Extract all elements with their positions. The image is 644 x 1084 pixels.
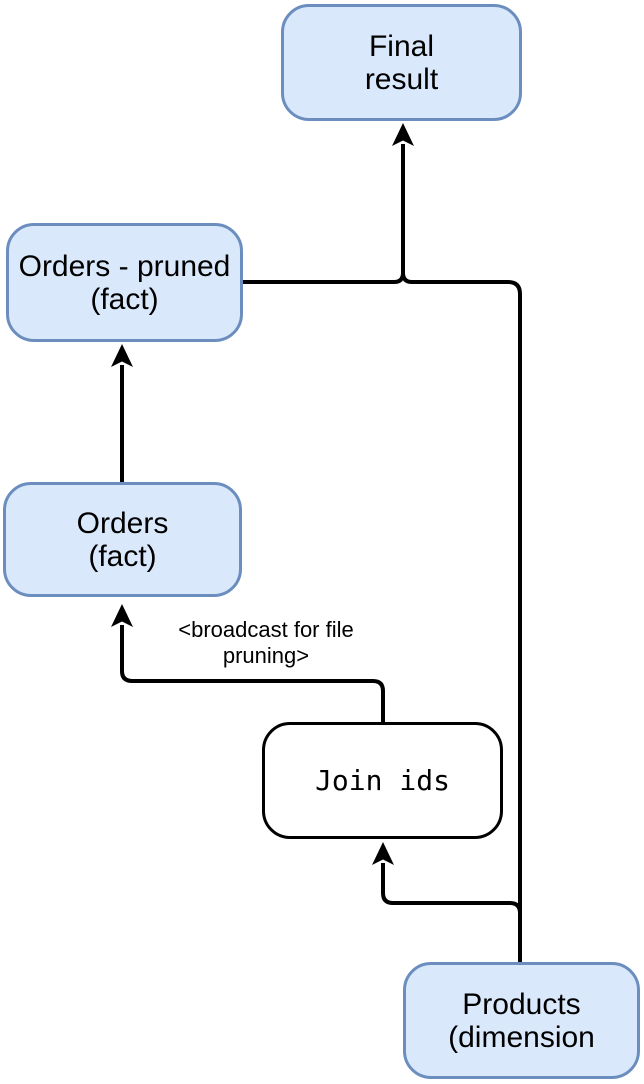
edge-products-to-final-result — [401, 272, 522, 962]
node-orders-label-line1: Orders — [76, 506, 169, 540]
node-final-result: Final result — [281, 4, 522, 121]
edge-annotation-broadcast-line2: pruning> — [222, 643, 310, 668]
node-products: Products (dimension — [403, 962, 640, 1079]
node-orders-pruned: Orders - pruned (fact) — [6, 223, 243, 342]
arrowhead-into-final-result — [392, 123, 414, 146]
edge-products-to-join-ids — [381, 863, 522, 962]
edge-join-ids-to-orders — [120, 625, 385, 722]
node-orders: Orders (fact) — [3, 482, 242, 597]
edge-orders-pruned-to-final-result — [243, 144, 405, 284]
node-products-label-line1: Products — [462, 987, 581, 1021]
arrowhead-into-orders — [111, 604, 133, 627]
node-final-result-label-line1: Final — [368, 29, 435, 63]
arrowhead-into-join-ids — [372, 842, 394, 865]
node-products-label-line2: (dimension — [448, 1020, 595, 1054]
edge-annotation-broadcast-line1: <broadcast for file — [178, 617, 354, 642]
arrowhead-into-orders-pruned — [111, 344, 133, 367]
node-final-result-label-line2: result — [364, 62, 439, 96]
node-orders-pruned-label-line2: (fact) — [90, 282, 159, 316]
edge-annotation-broadcast: <broadcast for file pruning> — [156, 617, 376, 669]
node-orders-pruned-label-line1: Orders - pruned — [18, 249, 231, 283]
node-join-ids-label: Join ids — [315, 763, 450, 797]
node-orders-label-line2: (fact) — [88, 539, 157, 573]
node-join-ids: Join ids — [262, 722, 503, 839]
